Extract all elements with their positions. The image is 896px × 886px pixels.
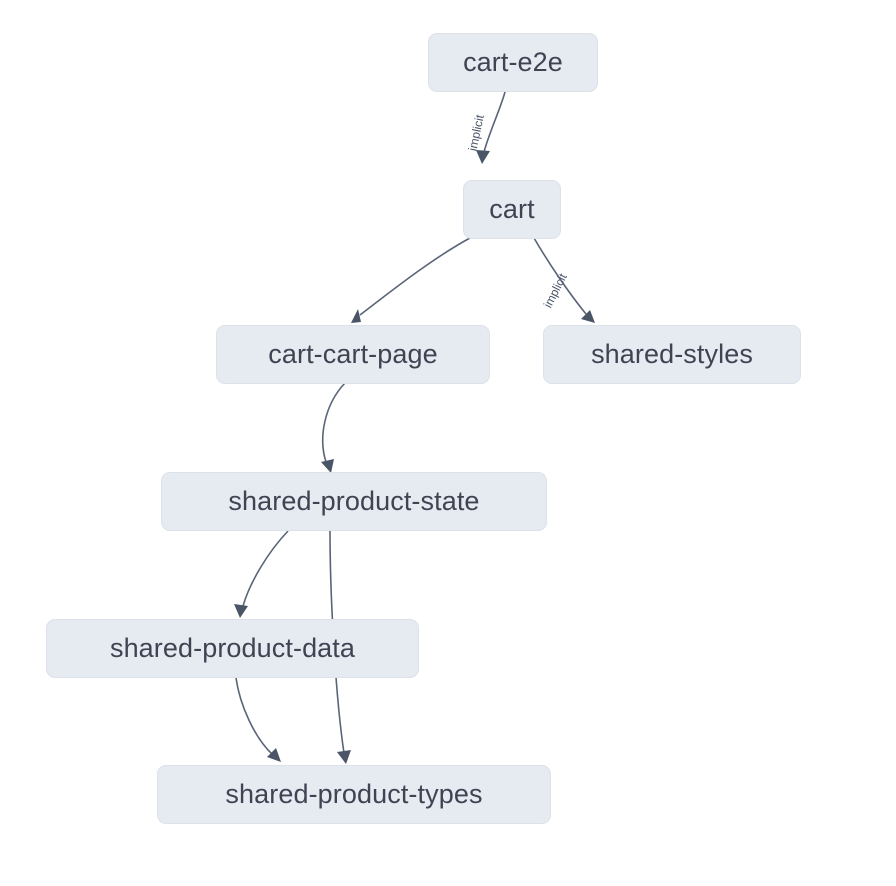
graph-node-shared-product-state[interactable]: shared-product-state — [161, 472, 547, 531]
edge-label-implicit-1: implicit — [466, 113, 487, 152]
node-label: shared-styles — [591, 339, 753, 369]
edge-cart-cart-page-to-shared-product-state — [321, 382, 346, 473]
arrowhead — [476, 150, 490, 164]
edge-path — [235, 677, 273, 755]
edge-shared-product-state-to-shared-product-data — [234, 530, 289, 618]
node-label: shared-product-types — [225, 779, 483, 809]
arrowhead — [581, 310, 595, 323]
graph-node-cart-cart-page[interactable]: cart-cart-page — [216, 325, 490, 384]
graph-node-shared-product-types[interactable]: shared-product-types — [157, 765, 551, 824]
graph-node-cart-e2e[interactable]: cart-e2e — [428, 33, 598, 92]
node-label: cart-e2e — [463, 47, 563, 77]
arrowhead — [337, 750, 351, 764]
edge-shared-product-data-to-shared-product-types — [235, 677, 281, 762]
edge-path — [533, 237, 587, 315]
node-label: shared-product-state — [228, 486, 480, 516]
graph-node-shared-styles[interactable]: shared-styles — [543, 325, 801, 384]
edge-path — [321, 382, 346, 463]
edge-cart-e2e-to-cart: implicit — [466, 91, 506, 164]
arrowhead — [267, 748, 281, 762]
edge-path — [242, 530, 289, 607]
arrowhead — [351, 309, 361, 323]
node-label: cart — [489, 194, 535, 224]
node-label: cart-cart-page — [268, 339, 438, 369]
edge-label-implicit-2: implicit — [541, 271, 570, 311]
edge-path — [483, 91, 506, 153]
graph-node-cart[interactable]: cart — [463, 180, 561, 239]
arrowhead — [321, 459, 334, 473]
edge-cart-to-shared-styles: implicit — [533, 237, 595, 323]
graph-node-shared-product-data[interactable]: shared-product-data — [46, 619, 419, 678]
arrowhead — [234, 604, 248, 618]
node-label: shared-product-data — [109, 633, 356, 663]
edge-path — [359, 237, 471, 316]
edge-cart-to-cart-cart-page — [351, 237, 471, 323]
